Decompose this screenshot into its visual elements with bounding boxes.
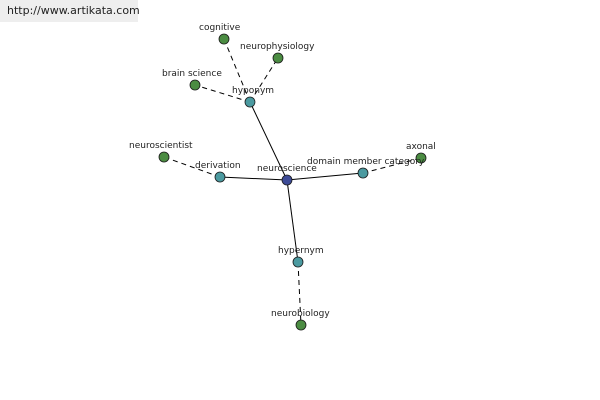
edge-derivation-to-neuroscientist — [163, 156, 221, 178]
node-hyponym[interactable] — [244, 96, 256, 108]
edge-hyponym-to-cognitive — [223, 38, 251, 103]
node-label-neurophysiology[interactable]: neurophysiology — [240, 42, 315, 52]
node-brain-science[interactable] — [189, 79, 201, 91]
edge-neuroscience-to-derivation — [219, 176, 288, 181]
node-hypernym[interactable] — [292, 256, 304, 268]
node-axonal[interactable] — [415, 152, 427, 164]
edge-domain-member-category-to-axonal — [362, 157, 422, 174]
node-cognitive[interactable] — [218, 33, 230, 45]
node-neuroscience[interactable] — [281, 174, 293, 186]
node-label-derivation[interactable]: derivation — [195, 161, 241, 171]
node-neurophysiology[interactable] — [272, 52, 284, 64]
graph-labels: neuroscience hyponym derivation domain memb… — [129, 23, 436, 319]
site-url[interactable]: http://www.artikata.com — [0, 0, 140, 22]
node-label-cognitive[interactable]: cognitive — [199, 23, 241, 33]
node-label-hypernym[interactable]: hypernym — [278, 246, 324, 256]
edge-hyponym-to-brain-science — [194, 84, 251, 103]
node-label-hyponym[interactable]: hyponym — [232, 86, 274, 96]
node-label-brain-science[interactable]: brain science — [162, 69, 222, 79]
edge-neuroscience-to-domain-member-category — [286, 172, 364, 181]
node-derivation[interactable] — [214, 171, 226, 183]
node-label-neuroscientist[interactable]: neuroscientist — [129, 141, 193, 151]
node-label-neurobiology[interactable]: neurobiology — [271, 309, 330, 319]
graph-edges — [163, 38, 422, 326]
edge-neuroscience-to-hyponym — [249, 101, 288, 181]
node-neuroscientist[interactable] — [158, 151, 170, 163]
node-domain-member-category[interactable] — [357, 167, 369, 179]
node-label-neuroscience[interactable]: neuroscience — [257, 164, 317, 174]
graph-nodes — [158, 33, 427, 331]
node-label-domain-member-category[interactable]: domain member category — [307, 157, 425, 167]
node-label-axonal[interactable]: axonal — [406, 142, 436, 152]
node-neurobiology[interactable] — [295, 319, 307, 331]
edge-hypernym-to-neurobiology — [297, 261, 302, 326]
edge-neuroscience-to-hypernym — [286, 179, 299, 263]
